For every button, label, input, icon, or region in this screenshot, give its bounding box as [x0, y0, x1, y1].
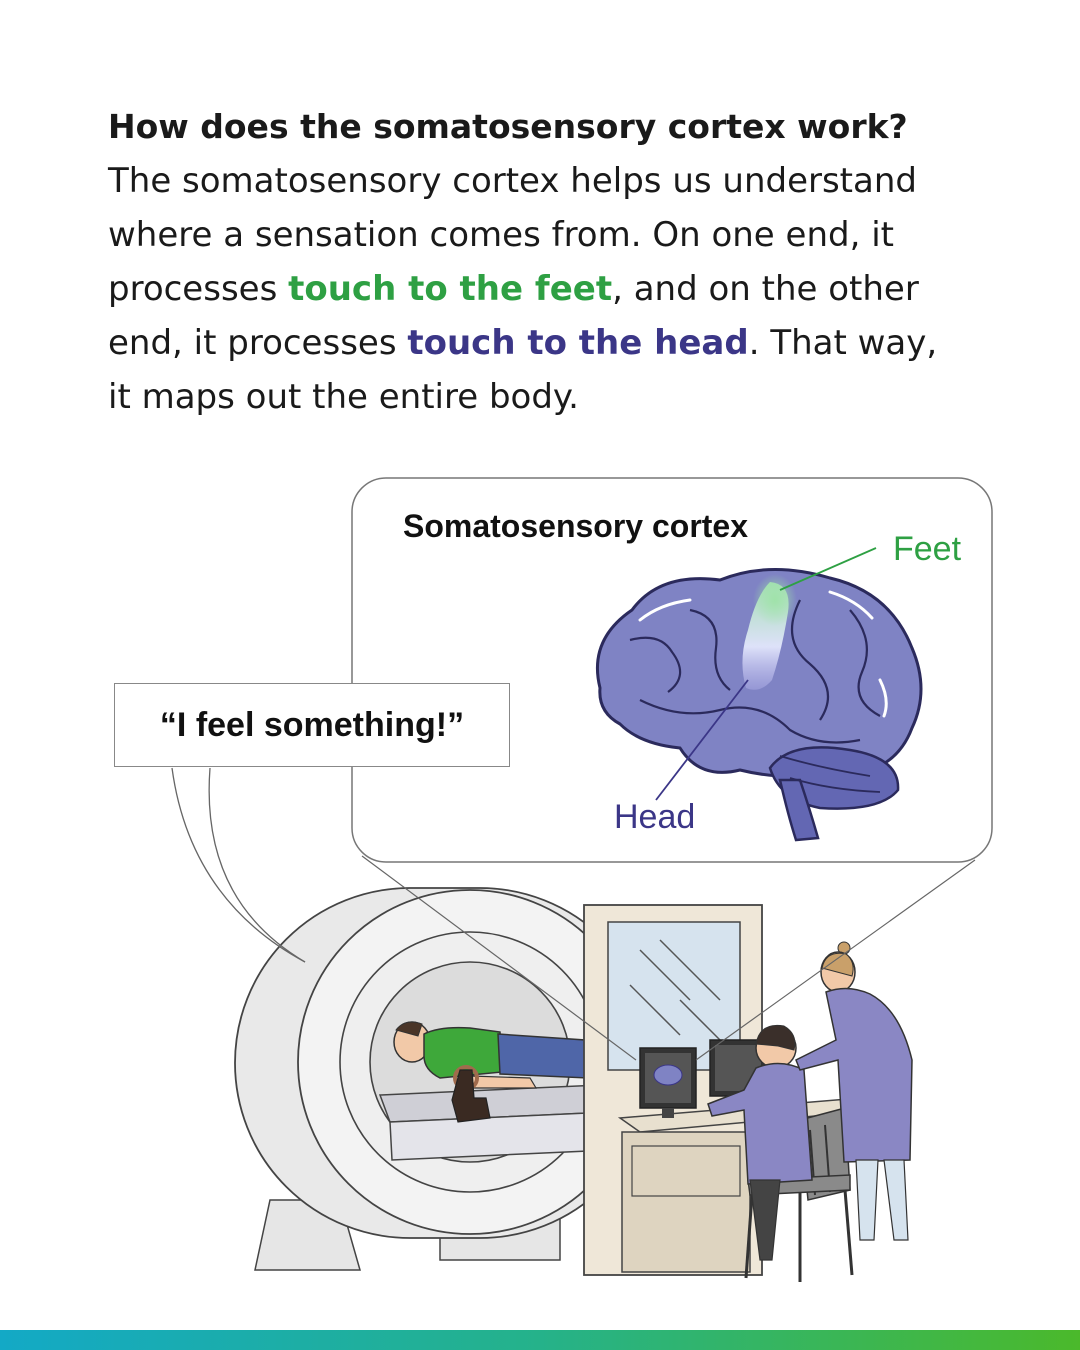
- feet-label: Feet: [893, 530, 962, 568]
- tap-hand-icon: [451, 1065, 491, 1123]
- callout-connector: [361, 855, 637, 1061]
- scientist-icon: [795, 941, 913, 1241]
- head-label: Head: [614, 798, 696, 836]
- head-leader-line: [655, 679, 749, 801]
- feet-phrase: touch to the feet: [288, 269, 613, 309]
- bottom-accent-bar: [0, 1330, 1080, 1350]
- intro-part-3: . That way, it maps out the entire body.: [108, 323, 938, 417]
- intro-part-2: , and on the other end, it processes: [108, 269, 919, 363]
- speech-tail: [208, 767, 306, 963]
- speech-bubble: “I feel something!”: [114, 683, 510, 767]
- brain-icon: [595, 567, 923, 842]
- callout-title: Somatosensory cortex: [403, 508, 749, 544]
- intro-question: How does the somatosensory cortex work?: [108, 107, 908, 146]
- head-phrase: touch to the head: [407, 323, 749, 363]
- callout-connector: [695, 859, 976, 1061]
- scientist-icon: [707, 1024, 813, 1261]
- patient-icon: [393, 1021, 589, 1089]
- speech-tail: [171, 767, 306, 963]
- feet-leader-line: [779, 547, 877, 591]
- monitor-icon: [639, 1039, 767, 1118]
- intro-part-1: The somatosensory cortex helps us unders…: [108, 161, 917, 309]
- intro-text: How does the somatosensory cortex work? …: [108, 100, 938, 424]
